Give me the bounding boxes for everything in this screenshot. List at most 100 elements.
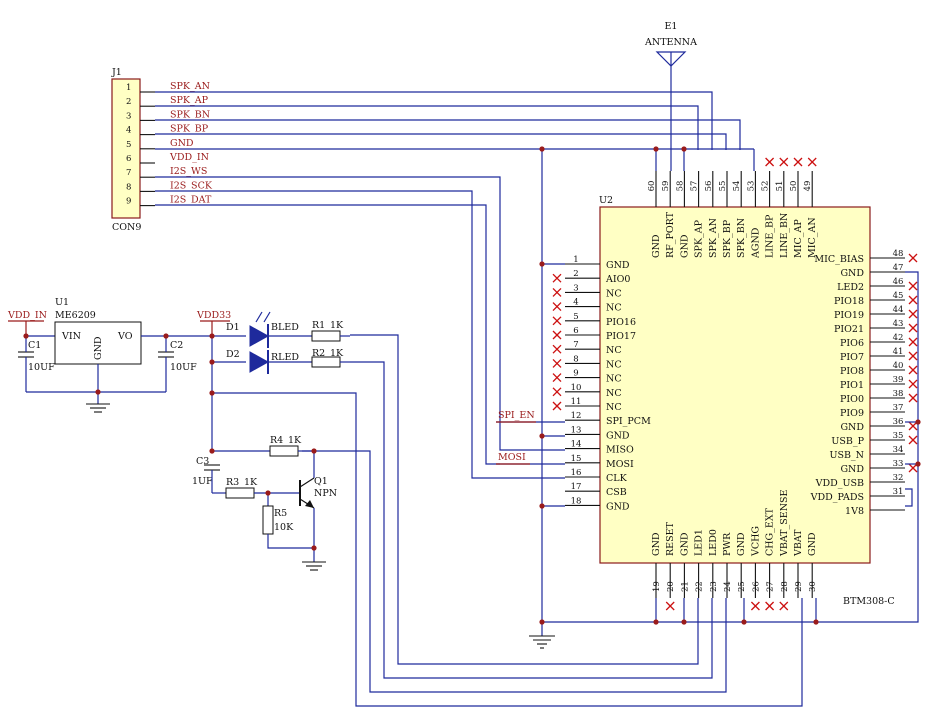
- module-pin-number: 3: [573, 283, 578, 293]
- module-pin-name: SPK_AN: [708, 218, 719, 258]
- connector-pin-number: 9: [126, 197, 131, 207]
- no-connect-mark: [552, 344, 562, 354]
- module-pin-name: PIO17: [606, 331, 636, 342]
- module-pin-name: VDD_PADS: [810, 492, 864, 503]
- power-section: VDD_IN U1 ME6209 VIN VO GND C1 10UF C2 1…: [7, 297, 246, 451]
- module-pin-number: 7: [573, 340, 578, 350]
- module-pin-name: CLK: [606, 473, 628, 484]
- connector-pin-net: VDD_IN: [169, 152, 209, 163]
- module-pin-name: MISO: [606, 445, 634, 456]
- q1-ref: Q1: [314, 476, 328, 487]
- no-connect-mark: [552, 358, 562, 368]
- r5-ref: R5: [274, 508, 287, 519]
- module-pin-name: LINE_BP: [765, 214, 776, 258]
- module-pin-number: 54: [732, 181, 742, 192]
- no-connect-mark: [908, 351, 918, 361]
- connector-pin-net: GND: [170, 138, 194, 149]
- r2-value: 1K: [330, 348, 344, 359]
- no-connect-mark: [779, 601, 789, 611]
- no-connect-mark: [908, 253, 918, 263]
- module-pin-name: PIO19: [834, 310, 864, 321]
- r2-ref: R2: [312, 348, 325, 359]
- wiring: [155, 66, 919, 707]
- module-pin-number: 44: [893, 305, 904, 315]
- no-connect-mark: [908, 421, 918, 431]
- no-connect-mark: [908, 379, 918, 389]
- module-pin-name: NC: [606, 288, 622, 299]
- resistor-r2: R2 1K: [311, 348, 350, 368]
- module-pin-name: SPK_BP: [722, 219, 733, 258]
- module-pin-name: VBAT_SENSE: [779, 489, 790, 557]
- module-pin-number: 42: [893, 333, 904, 343]
- module-pin-name: GND: [807, 532, 818, 556]
- module-pin-number: 22: [695, 581, 705, 592]
- no-connect-mark: [765, 157, 775, 167]
- module-part: BTM308-C: [843, 596, 895, 607]
- module-pin-name: VBAT: [793, 529, 804, 557]
- module-pin-number: 27: [766, 581, 776, 592]
- module-pin-name: GND: [840, 422, 864, 433]
- module-pin-number: 8: [573, 354, 578, 364]
- module-body: [599, 206, 871, 564]
- regulator-ref: U1: [55, 297, 69, 308]
- module-pin-name: LED2: [837, 282, 864, 293]
- module-pin-number: 47: [893, 263, 904, 273]
- module-pin-number: 56: [704, 181, 714, 192]
- module-pin-number: 24: [723, 581, 733, 592]
- module-pin-number: 60: [647, 181, 657, 192]
- module-pin-name: GND: [606, 430, 630, 441]
- module-pin-name: MOSI: [606, 459, 634, 470]
- module-pin-name: PIO18: [834, 296, 864, 307]
- r4-ref: R4: [270, 435, 283, 446]
- module-pin-number: 13: [571, 425, 582, 435]
- c3-value: 1UF: [192, 476, 213, 487]
- connector-pin-number: 2: [126, 97, 131, 107]
- connector-pin-number: 8: [126, 182, 131, 192]
- module-pin-number: 40: [893, 361, 904, 371]
- module-pin-number: 5: [573, 312, 578, 322]
- module-pin-number: 11: [571, 397, 582, 407]
- connector-ref: J1: [111, 67, 122, 78]
- r3-ref: R3: [226, 477, 239, 488]
- module-ref: U2: [599, 195, 613, 206]
- module-pin-name: GND: [679, 234, 690, 258]
- no-connect-mark: [552, 330, 562, 340]
- no-connect-mark: [552, 287, 562, 297]
- module-pin-name: NC: [606, 374, 622, 385]
- module-pin-name: CHG_EXT: [765, 507, 776, 556]
- no-connect-mark: [552, 387, 562, 397]
- module-pin-number: 30: [808, 581, 818, 592]
- module-pin-number: 58: [675, 181, 685, 192]
- q1-type: NPN: [314, 488, 337, 499]
- module-pin-number: 23: [709, 581, 719, 592]
- connector-pin-net: I2S_SCK: [170, 180, 213, 191]
- no-connect-mark: [908, 323, 918, 333]
- module-pin-number: 39: [893, 375, 904, 385]
- connector-pin-number: 6: [126, 154, 131, 164]
- module-pin-number: 14: [571, 440, 582, 450]
- d2-ref: D2: [226, 349, 240, 360]
- module-pin-name: PIO9: [840, 408, 864, 419]
- module-pin-name: GND: [606, 501, 630, 512]
- module-pin-number: 6: [573, 326, 578, 336]
- regulator-part: ME6209: [55, 310, 96, 321]
- module-pin-name: VDD_USB: [815, 478, 864, 489]
- module-pin-number: 33: [893, 459, 904, 469]
- module-pin-name: PIO8: [840, 366, 864, 377]
- module-pin-number: 29: [794, 581, 804, 592]
- module-pin-number: 46: [893, 277, 904, 287]
- net-vdd33: VDD33: [196, 310, 231, 321]
- r4-value: 1K: [288, 435, 302, 446]
- no-connect-mark: [908, 393, 918, 403]
- no-connect-mark: [908, 365, 918, 375]
- regulator-gnd: GND: [93, 336, 104, 360]
- net-mosi: MOSI: [498, 452, 526, 463]
- c3-ref: C3: [196, 456, 209, 467]
- module-pin-name: SPK_AP: [694, 219, 705, 258]
- module-pin-number: 26: [751, 581, 761, 592]
- module-pin-name: PIO21: [834, 324, 864, 335]
- module-pin-name: LINE_BN: [779, 213, 790, 258]
- module-pin-name: CSB: [606, 487, 627, 498]
- module-pin-name: PIO6: [840, 338, 864, 349]
